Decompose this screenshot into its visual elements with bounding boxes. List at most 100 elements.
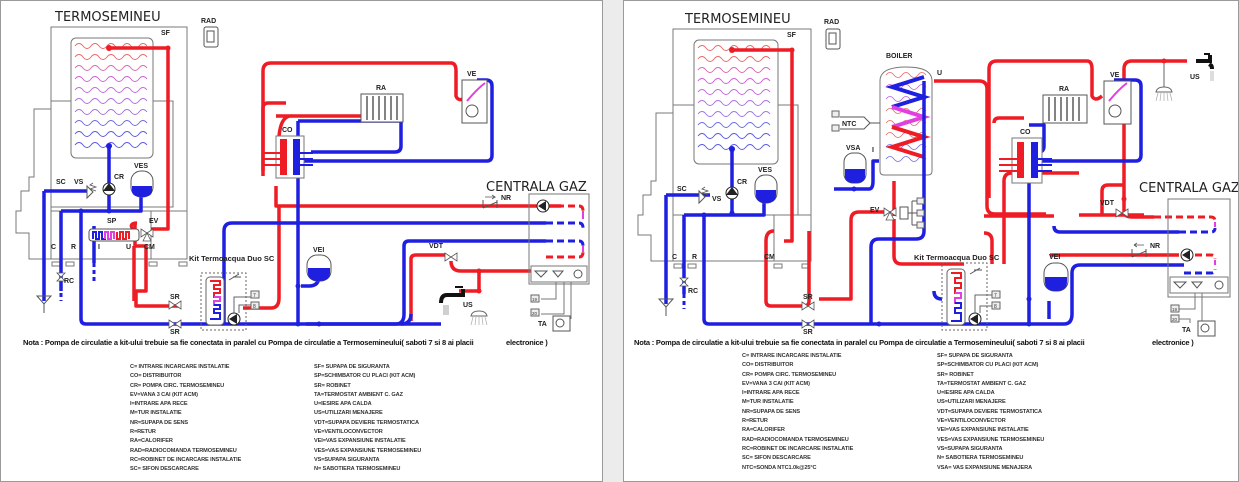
- label-sr-top: SR: [803, 294, 813, 301]
- legend-item: VE=VENTILOCONVECTOR: [314, 429, 383, 436]
- label-cm: CM: [764, 254, 775, 261]
- expansion-vessel-vei: [1043, 262, 1069, 292]
- label-vdt: VDT: [429, 243, 444, 250]
- plate-exchanger-sp: [88, 228, 140, 242]
- legend-item: VES=VAS EXPANSIUNE TERMOSEMINEU: [314, 447, 422, 454]
- three-way-valve-ev-icon: [883, 197, 925, 229]
- legend-item: CR= POMPA CIRC. TERMOSEMINEU: [742, 371, 837, 378]
- legend-column-1: C= INTRARE INCARCARE INSTALATIE CO= DIST…: [130, 363, 241, 475]
- legend-item: M=TUR INSTALATIE: [742, 399, 794, 406]
- legend-item: CO= DISTRIBUITOR: [742, 362, 794, 369]
- label-nr: NR: [501, 195, 511, 202]
- legend-item: VEI=VAS EXPANSIUNE INSTALATIE: [937, 427, 1029, 434]
- label-vei: VEI: [1049, 254, 1060, 261]
- legend-item: I=INTRARE APA RECE: [130, 401, 188, 408]
- cold-junctions: [78, 143, 322, 327]
- check-valve-nr-icon: [482, 194, 498, 209]
- legend-item: SC= SIFON DESCARCARE: [130, 466, 199, 473]
- gas-boiler-centrala: [1167, 198, 1231, 337]
- radiator-ra: [360, 93, 404, 123]
- title-centrala-gaz: CENTRALA GAZ: [1139, 181, 1239, 196]
- legend-item: CO= DISTRIBUITOR: [130, 373, 182, 380]
- legend-column-1: C= INTRARE INCARCARE INSTALATIE CO= DIST…: [742, 352, 853, 473]
- legend-item: M=TUR INSTALATIE: [130, 410, 182, 417]
- water-tap-icon: [1196, 53, 1214, 81]
- label-ves: VES: [134, 163, 148, 170]
- terminal-20: 20: [1172, 317, 1178, 322]
- kit-terminals: [233, 290, 260, 313]
- shutoff-valve-sr-bottom-icon: [801, 319, 815, 329]
- legend-item: R=RETUR: [742, 418, 768, 425]
- legend-item: R=RETUR: [130, 429, 156, 436]
- legend-item: NR=SUPAPA DE SENS: [742, 408, 801, 415]
- label-rc: RC: [688, 288, 698, 295]
- legend-item: EV=VANA 3 CAI (KIT ACM): [742, 380, 810, 387]
- expansion-vessel-ves: [130, 170, 154, 198]
- legend-item: TA=TERMOSTAT AMBIENT C. GAZ: [937, 380, 1026, 387]
- fan-coil-ve: [1103, 80, 1132, 125]
- label-ev: EV: [870, 207, 880, 214]
- note-text: Nota : Pompa de circulatie a kit-ului tr…: [634, 338, 1085, 347]
- thermostatic-valve-vdt-icon: [444, 252, 458, 262]
- label-sc: SC: [56, 179, 66, 186]
- label-c: C: [51, 244, 56, 251]
- radio-remote-icon: [203, 26, 219, 48]
- hot-pipes-dashed: [546, 204, 585, 259]
- legend-item: SF= SUPAPA DE SIGURANTA: [937, 353, 1013, 359]
- safety-valve-vs-icon: [86, 182, 98, 200]
- label-ta: TA: [1182, 327, 1191, 334]
- label-sf: SF: [161, 30, 171, 37]
- label-u: U: [126, 244, 131, 251]
- legend-item: RC=ROBINET DE INCARCARE INSTALATIE: [742, 445, 854, 452]
- expansion-vessel-vsa: [843, 152, 867, 184]
- legend-item: SC= SIFON DESCARCARE: [742, 455, 811, 462]
- legend-item: VDT=SUPAPA DEVIERE TERMOSTATICA: [937, 408, 1042, 415]
- legend-item: I=INTRARE APA RECE: [742, 390, 800, 397]
- label-u: U: [937, 70, 942, 77]
- label-r: R: [71, 244, 76, 251]
- label-vei: VEI: [313, 247, 324, 254]
- legend-item: VS=SUPAPA SIGURANTA: [314, 456, 380, 463]
- legend-item: N= SABOTIERA TERMOSEMINEU: [314, 466, 401, 473]
- title-centrala-gaz: CENTRALA GAZ: [486, 180, 587, 195]
- check-valve-nr-icon: [1131, 242, 1147, 258]
- legend-item: U=IESIRE APA CALDA: [937, 390, 995, 397]
- label-kit: Kit Termoacqua Duo SC: [189, 254, 275, 263]
- legend-item: RAD=RADIOCOMANDA TERMOSEMINEU: [742, 436, 849, 443]
- label-sf: SF: [787, 32, 797, 39]
- label-nr: NR: [1150, 243, 1160, 250]
- label-ev: EV: [149, 218, 159, 225]
- label-sr-top: SR: [170, 294, 180, 301]
- label-co: CO: [1020, 129, 1031, 136]
- label-rad: RAD: [201, 18, 216, 25]
- circulation-pump-cr-icon: [725, 186, 739, 200]
- legend-item: VSA= VAS EXPANSIUNE MENAJERA: [937, 464, 1033, 471]
- water-tap-icon: [439, 286, 465, 315]
- legend-item: RA=CALORIFER: [130, 438, 173, 445]
- title-termosemineu: TERMOSEMINEU: [684, 12, 791, 27]
- kit-termoacqua-duo-sc: [200, 272, 247, 331]
- label-ve: VE: [467, 71, 477, 78]
- fill-valve-rc-icon: [56, 272, 66, 282]
- legend-column-2: SF= SUPAPA DE SIGURANTA SP=SCHIMBATOR CU…: [937, 352, 1044, 473]
- legend-item: CR= POMPA CIRC. TERMOSEMINEU: [130, 382, 225, 389]
- terminal-8: 8: [253, 304, 256, 310]
- legend-item: VEI=VAS EXPANSIUNE INSTALATIE: [314, 438, 406, 445]
- hot-junctions: [106, 45, 482, 294]
- label-ntc: NTC: [842, 121, 856, 128]
- label-ra: RA: [376, 85, 386, 92]
- legend-item: US=UTILIZARI MENAJERE: [937, 399, 1006, 406]
- label-us: US: [1190, 74, 1200, 81]
- legend-item: VES=VAS EXPANSIUNE TERMOSEMINEU: [937, 436, 1045, 443]
- label-ves: VES: [758, 167, 772, 174]
- label-co: CO: [282, 127, 293, 134]
- cold-pipes-dashed: [834, 187, 1217, 275]
- note-text: Nota : Pompa de circulatie a kit-ului tr…: [23, 338, 474, 347]
- expansion-vessel-vei: [306, 254, 332, 282]
- legend-item: VE=VENTILOCONVECTOR: [937, 418, 1006, 425]
- legend-item: US=UTILIZARI MENAJERE: [314, 410, 383, 417]
- hot-pipes: [109, 46, 576, 321]
- legend-item: C= INTRARE INCARCARE INSTALATIE: [130, 364, 230, 370]
- label-sp: SP: [107, 218, 117, 225]
- terminal-19: 19: [1172, 307, 1178, 312]
